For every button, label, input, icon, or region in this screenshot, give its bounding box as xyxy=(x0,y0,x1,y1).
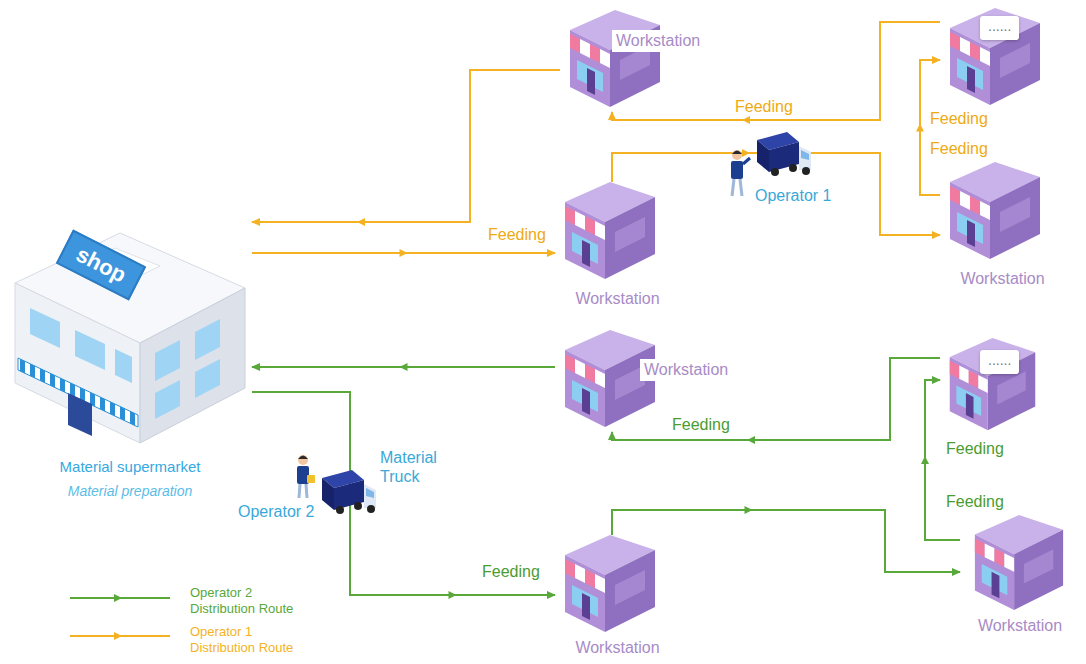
operator-figure xyxy=(297,455,315,498)
distribution-route xyxy=(612,22,940,120)
edge-label: Feeding xyxy=(482,563,540,581)
distribution-route xyxy=(920,60,940,195)
workstation-icon xyxy=(945,162,1045,262)
workstation: Workstation xyxy=(960,515,1082,639)
speech-bubble: ...... xyxy=(980,350,1019,374)
edge-label: Feeding xyxy=(488,226,546,244)
node-label: Workstation xyxy=(555,290,680,308)
legend-arrow xyxy=(114,594,122,602)
node-label: Material preparation xyxy=(10,482,250,500)
workstation: Workstation xyxy=(555,182,682,312)
workstation: Workstation xyxy=(940,162,1067,292)
workstation: ...... xyxy=(940,338,1048,434)
route-arrow xyxy=(400,249,408,257)
route-arrow xyxy=(921,456,929,464)
distribution-route xyxy=(612,510,960,572)
edge-label: Feeding xyxy=(930,140,988,158)
distribution-route xyxy=(252,70,560,222)
node-label: Workstation xyxy=(555,639,680,657)
speech-bubble: ...... xyxy=(980,16,1019,40)
workstation: ...... xyxy=(940,8,1048,108)
edge-label: Feeding xyxy=(735,98,793,116)
workstation: Workstation xyxy=(560,8,728,112)
route-arrow xyxy=(747,436,755,444)
node-label: Material supermarket xyxy=(10,458,250,476)
route-arrow xyxy=(745,506,753,514)
distribution-route xyxy=(252,392,555,595)
edge-label: Feeding xyxy=(930,110,988,128)
legend-text: Operator 2 Distribution Route xyxy=(190,585,312,617)
legend-arrow xyxy=(114,632,122,640)
node-label: Workstation xyxy=(940,270,1065,288)
edge-label: Feeding xyxy=(672,416,730,434)
route-arrow xyxy=(449,591,457,599)
workstation-icon xyxy=(970,515,1068,613)
workstation-icon xyxy=(565,10,665,110)
operator-figure xyxy=(731,150,750,196)
material-supermarket: shopMaterial supermarketMaterial prepara… xyxy=(10,208,252,501)
building-icon xyxy=(10,208,250,448)
node-label: Workstation xyxy=(612,30,704,52)
workstation-icon xyxy=(560,182,660,282)
annotation-label: Material Truck xyxy=(380,448,452,486)
edge-label: Feeding xyxy=(946,493,1004,511)
route-arrow xyxy=(742,116,750,124)
route-arrow xyxy=(742,149,750,157)
material-truck xyxy=(757,132,811,176)
material-truck xyxy=(322,470,376,514)
workstation: Workstation xyxy=(555,535,682,659)
workstation-icon xyxy=(560,535,660,635)
route-arrow xyxy=(357,218,365,226)
node-label: Workstation xyxy=(960,617,1080,635)
legend-text: Operator 1 Distribution Route xyxy=(190,624,312,656)
edge-label: Feeding xyxy=(946,440,1004,458)
distribution-route xyxy=(612,358,940,440)
annotation-label: Operator 1 xyxy=(755,186,831,205)
node-label: Workstation xyxy=(640,359,732,381)
route-arrow xyxy=(916,124,924,132)
route-arrow xyxy=(400,363,408,371)
annotation-label: Operator 2 xyxy=(238,502,314,521)
